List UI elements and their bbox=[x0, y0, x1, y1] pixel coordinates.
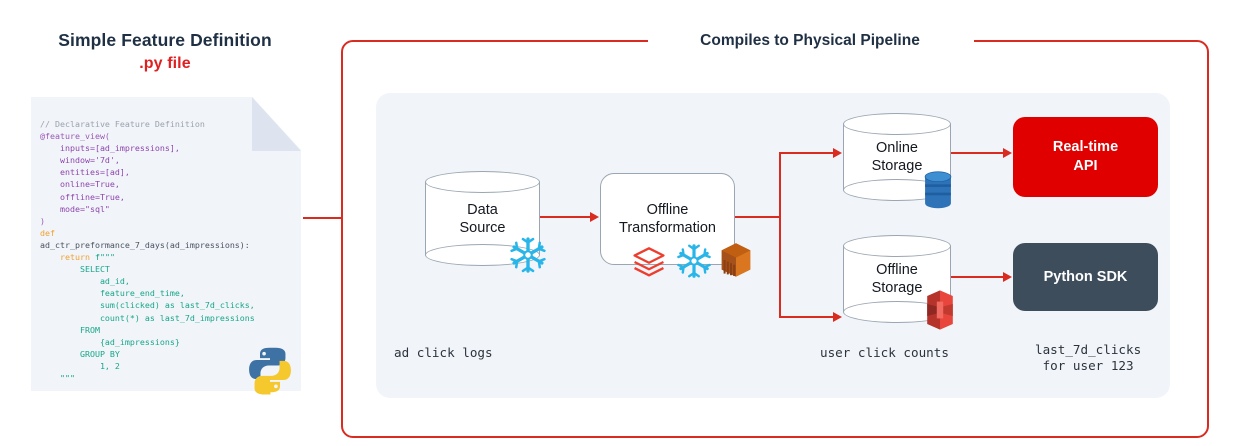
arrowhead bbox=[590, 211, 599, 222]
node-label: Online Storage bbox=[843, 139, 951, 175]
code-line: ) bbox=[40, 215, 45, 226]
caption-output: last_7d_clicks for user 123 bbox=[1035, 342, 1141, 374]
arrow-datasource-to-transform bbox=[540, 216, 595, 219]
code-line: ad_id, bbox=[40, 276, 130, 287]
arrowhead bbox=[833, 311, 842, 322]
code-block: // Declarative Feature Definition @featu… bbox=[40, 118, 300, 384]
arrowhead bbox=[1003, 271, 1012, 282]
code-line: offline=True, bbox=[40, 191, 125, 202]
left-column-subtitle: .py file bbox=[139, 55, 191, 72]
caption-storage: user click counts bbox=[820, 345, 949, 360]
cylinder-body bbox=[425, 182, 540, 255]
python-logo-icon bbox=[249, 347, 291, 395]
code-line: f""" bbox=[94, 252, 115, 263]
node-label: Real-time API bbox=[1053, 138, 1118, 176]
doc-to-frame-connector bbox=[303, 216, 343, 219]
node-python-sdk[interactable]: Python SDK bbox=[1013, 243, 1158, 311]
code-line: FROM bbox=[40, 324, 100, 335]
code-line: window='7d', bbox=[40, 155, 120, 166]
code-line: {ad_impressions} bbox=[40, 336, 180, 347]
code-line: // Declarative Feature Definition bbox=[40, 119, 205, 129]
code-line: count(*) as last_7d_impressions bbox=[40, 312, 255, 323]
node-label-line2: Storage bbox=[871, 280, 923, 296]
frame-title: Compiles to Physical Pipeline bbox=[650, 30, 970, 52]
code-line: mode="sql" bbox=[40, 203, 110, 214]
node-label-line2: Transformation bbox=[619, 220, 716, 236]
code-line: GROUP BY bbox=[40, 348, 120, 359]
code-line: feature_end_time, bbox=[40, 288, 185, 299]
databricks-icon bbox=[633, 247, 665, 277]
code-line: inputs=[ad_impressions], bbox=[40, 143, 180, 154]
aws-s3-icon bbox=[927, 290, 953, 330]
node-offline-transformation[interactable]: Offline Transformation bbox=[600, 173, 735, 265]
code-line: SELECT bbox=[40, 264, 110, 275]
code-line: return bbox=[40, 252, 95, 263]
node-label-line1: Data bbox=[467, 201, 498, 218]
branch-to-offline bbox=[778, 316, 839, 319]
cylinder-top bbox=[425, 171, 540, 193]
arrow-offline-to-sdk bbox=[951, 276, 1008, 279]
node-label-line2: Source bbox=[459, 219, 506, 236]
node-label: Offline Transformation bbox=[601, 201, 734, 237]
code-line: entities=[ad], bbox=[40, 167, 130, 178]
code-line: """ bbox=[40, 372, 75, 383]
arrowhead bbox=[1003, 147, 1012, 158]
snowflake-icon bbox=[677, 244, 711, 278]
code-line: @feature_view( bbox=[40, 131, 110, 142]
node-label: Python SDK bbox=[1043, 268, 1128, 285]
node-label: Offline Storage bbox=[843, 261, 951, 297]
code-line: ad_ctr_preformance_7_days(ad_impressions… bbox=[40, 239, 250, 250]
node-data-source[interactable]: Data Source bbox=[425, 171, 540, 266]
code-line: sum(clicked) as last_7d_clicks, bbox=[40, 300, 255, 311]
arrow-online-to-api bbox=[951, 152, 1008, 155]
dynamodb-icon bbox=[924, 171, 952, 209]
node-label-line1: Offline bbox=[646, 202, 689, 218]
cylinder-top bbox=[843, 235, 951, 257]
branch-splitter bbox=[778, 153, 781, 318]
left-column-title: Simple Feature Definition bbox=[58, 30, 272, 50]
cylinder-bottom bbox=[425, 244, 540, 266]
node-label-line1: Offline bbox=[876, 262, 918, 278]
caption-output-line2: for user 123 bbox=[1035, 358, 1134, 373]
node-label-line2: API bbox=[1073, 158, 1098, 174]
transform-out-line bbox=[735, 216, 781, 219]
code-line: online=True, bbox=[40, 179, 120, 190]
code-line: 1, 2 bbox=[40, 360, 120, 371]
arrowhead bbox=[833, 147, 842, 158]
node-label-line1: Online bbox=[876, 140, 918, 156]
cylinder-top bbox=[843, 113, 951, 135]
node-label-line2: Storage bbox=[871, 158, 923, 174]
node-label: Data Source bbox=[425, 201, 540, 237]
aws-emr-icon bbox=[721, 243, 751, 277]
node-realtime-api[interactable]: Real-time API bbox=[1013, 117, 1158, 197]
code-line: def bbox=[40, 227, 55, 238]
caption-data-source: ad click logs bbox=[394, 345, 493, 360]
node-label-line1: Real-time bbox=[1052, 139, 1119, 155]
caption-output-line1: last_7d_clicks bbox=[1035, 342, 1142, 357]
branch-to-online bbox=[778, 152, 839, 155]
snowflake-icon bbox=[510, 237, 546, 273]
